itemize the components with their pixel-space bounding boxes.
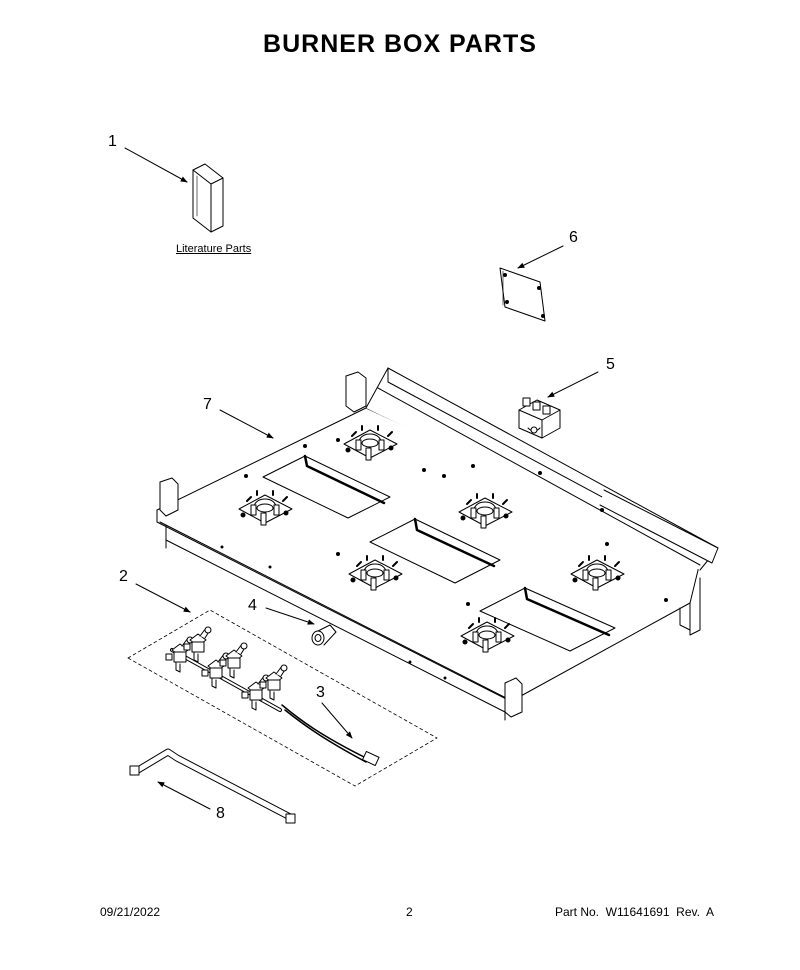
callout-4: 4 [248, 597, 257, 614]
callout-8: 8 [216, 805, 225, 822]
callout-3: 3 [316, 684, 325, 701]
gas-inlet-fitting [311, 624, 337, 646]
terminal-block [518, 397, 561, 439]
callout-7: 7 [203, 396, 212, 413]
manifold-group-outline [127, 609, 438, 787]
callout-6: 6 [569, 229, 578, 246]
gas-supply-tube [129, 748, 296, 824]
footer-part-info: Part No. W11641691 Rev. A [555, 905, 714, 919]
gas-manifold-valves [165, 626, 288, 712]
burner-box [156, 367, 719, 721]
footer-page-number: 2 [406, 905, 413, 919]
cover-plate [499, 267, 546, 322]
literature-parts-label: Literature Parts [176, 243, 252, 255]
literature-booklet [192, 163, 224, 233]
callout-5: 5 [606, 356, 615, 373]
page-title: BURNER BOX PARTS [263, 30, 537, 58]
footer-date: 09/21/2022 [100, 905, 161, 919]
callout-2: 2 [119, 568, 128, 585]
callout-1: 1 [108, 133, 117, 150]
wire-harness [281, 704, 380, 766]
callout-leaders [124, 147, 599, 810]
